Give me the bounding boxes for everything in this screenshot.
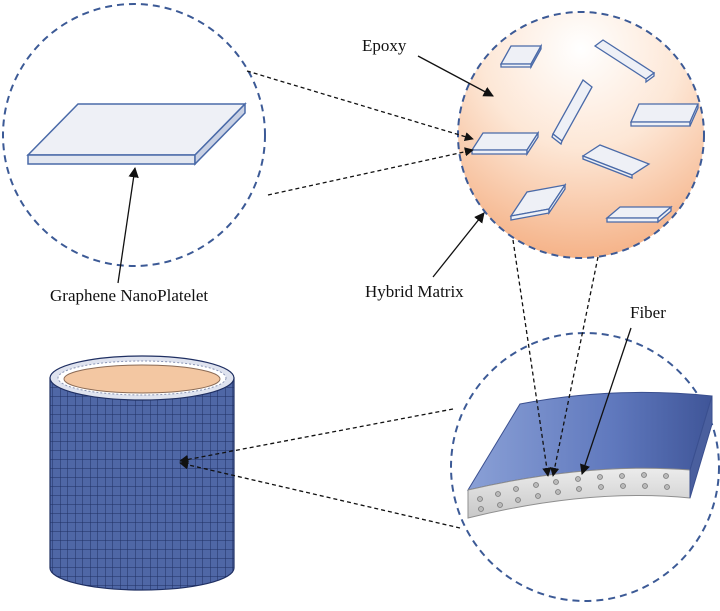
- graphene-label-arrow: [117, 166, 139, 284]
- cylinder-connector-upper: [179, 408, 454, 464]
- platelet-6-icon: [581, 144, 651, 179]
- matrix-connector-right: [550, 256, 599, 477]
- platelet-2-icon: [593, 39, 656, 84]
- curved-shell-segment: [466, 391, 713, 519]
- graphene-connector-upper: [246, 70, 474, 141]
- hybrid-matrix-label-arrow: [432, 212, 485, 278]
- epoxy-label-arrow: [417, 55, 494, 97]
- fiber-dots: [477, 472, 670, 512]
- graphene-label: Graphene NanoPlatelet: [50, 286, 208, 305]
- matrix-connector-left: [512, 239, 552, 477]
- epoxy-label: Epoxy: [362, 36, 407, 55]
- platelet-1-icon: [499, 43, 543, 70]
- fiber-label-arrow: [580, 327, 632, 475]
- cylinder-connector-lower: [179, 460, 461, 529]
- dispersed-platelets: [470, 39, 700, 224]
- platelet-7-icon: [509, 182, 567, 221]
- platelet-4-icon: [629, 103, 700, 127]
- platelet-3-icon: [551, 79, 593, 146]
- composite-cylinder: [49, 355, 235, 591]
- fiber-label: Fiber: [630, 303, 666, 322]
- platelet-5-icon: [470, 130, 540, 157]
- platelet-8-icon: [605, 205, 673, 224]
- hybrid-matrix-label: Hybrid Matrix: [365, 282, 464, 301]
- graphene-connector-lower: [267, 147, 474, 196]
- graphene-platelet-icon: [26, 102, 247, 166]
